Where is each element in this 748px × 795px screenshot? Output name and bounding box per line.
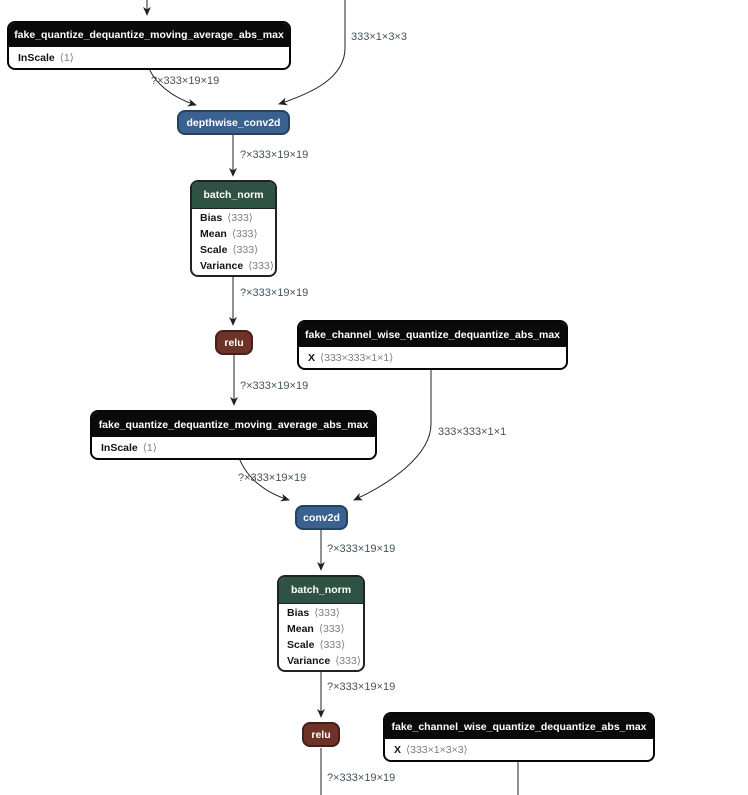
attr-row: Scale ⟨333⟩ (192, 242, 275, 258)
attr-name: InScale (18, 51, 55, 64)
node-attributes: Bias ⟨333⟩ Mean ⟨333⟩ Scale ⟨333⟩ Varian… (279, 604, 363, 670)
attr-row: Bias ⟨333⟩ (279, 605, 363, 621)
edge-fake-channel-wise-1-to-conv2d (353, 365, 432, 501)
tensor-shape-label: ?×333×19×19 (240, 287, 309, 299)
attr-row: Variance ⟨333⟩ (192, 258, 275, 274)
attr-name: Bias (287, 607, 310, 619)
attr-row: Mean ⟨333⟩ (192, 226, 275, 242)
tensor-shape-label: 333×333×1×1 (438, 426, 507, 438)
attr-name: Mean (287, 623, 314, 635)
node-title: relu (224, 336, 244, 349)
tensor-shape-label: ?×333×19×19 (327, 681, 396, 693)
node-title: conv2d (303, 511, 340, 524)
tensor-shape-label: 333×1×3×3 (351, 31, 407, 43)
node-attributes: InScale ⟨1⟩ (92, 437, 375, 458)
node-depthwise-conv2d[interactable]: depthwise_conv2d (177, 110, 290, 135)
attr-name: Variance (200, 260, 244, 272)
attr-value: ⟨1⟩ (142, 441, 157, 454)
attr-row: InScale ⟨1⟩ (92, 438, 375, 457)
node-fake-quantize-dequantize-2[interactable]: fake_quantize_dequantize_moving_average_… (90, 410, 377, 460)
attr-row: Scale ⟨333⟩ (279, 637, 363, 653)
edge-weights-to-depthwise-conv2d (278, 0, 346, 106)
attr-name: InScale (101, 441, 138, 454)
attr-name: X (308, 351, 316, 364)
tensor-shape-label: ?×333×19×19 (327, 543, 396, 555)
node-title: depthwise_conv2d (186, 116, 281, 129)
attr-name: Mean (200, 228, 227, 240)
attr-row: InScale ⟨1⟩ (9, 48, 289, 67)
attr-name: Bias (200, 212, 223, 224)
attr-row: X ⟨333×1×3×3⟩ (385, 740, 653, 759)
node-batch-norm-1[interactable]: batch_norm Bias ⟨333⟩ Mean ⟨333⟩ Scale ⟨… (190, 180, 277, 277)
node-title: fake_channel_wise_quantize_dequantize_ab… (385, 714, 653, 739)
node-fake-channel-wise-quantize-1[interactable]: fake_channel_wise_quantize_dequantize_ab… (297, 320, 568, 370)
attr-name: X (394, 743, 402, 756)
attr-row: X ⟨333×333×1×1⟩ (299, 348, 566, 367)
node-fake-quantize-dequantize-1[interactable]: fake_quantize_dequantize_moving_average_… (7, 21, 291, 70)
attr-value: ⟨333⟩ (232, 244, 259, 256)
attr-row: Bias ⟨333⟩ (192, 210, 275, 226)
node-title: relu (311, 728, 331, 741)
tensor-shape-label: ?×333×19×19 (240, 149, 309, 161)
attr-value: ⟨333⟩ (318, 623, 345, 635)
attr-value: ⟨333⟩ (227, 212, 253, 224)
attr-value: ⟨333⟩ (335, 655, 361, 667)
node-fake-channel-wise-quantize-2[interactable]: fake_channel_wise_quantize_dequantize_ab… (383, 712, 655, 762)
tensor-shape-label: ?×333×19×19 (327, 772, 396, 784)
node-title: batch_norm (192, 182, 275, 209)
node-title: fake_channel_wise_quantize_dequantize_ab… (299, 322, 566, 347)
attr-value: ⟨333⟩ (314, 607, 340, 619)
attr-value: ⟨333⟩ (231, 228, 258, 240)
node-attributes: X ⟨333×1×3×3⟩ (385, 739, 653, 760)
tensor-shape-label: ?×333×19×19 (238, 472, 307, 484)
tensor-shape-label: ?×333×19×19 (151, 75, 220, 87)
attr-name: Scale (200, 244, 228, 256)
node-conv2d[interactable]: conv2d (295, 505, 348, 530)
node-relu-2[interactable]: relu (302, 722, 340, 747)
node-title: fake_quantize_dequantize_moving_average_… (92, 412, 375, 437)
attr-name: Scale (287, 639, 315, 651)
node-relu-1[interactable]: relu (215, 330, 253, 355)
attr-value: ⟨1⟩ (59, 51, 74, 64)
node-title: fake_quantize_dequantize_moving_average_… (9, 23, 289, 47)
attr-name: Variance (287, 655, 331, 667)
attr-row: Variance ⟨333⟩ (279, 653, 363, 669)
attr-value: ⟨333×1×3×3⟩ (406, 743, 468, 756)
node-attributes: Bias ⟨333⟩ Mean ⟨333⟩ Scale ⟨333⟩ Varian… (192, 209, 275, 275)
attr-value: ⟨333×333×1×1⟩ (320, 351, 394, 364)
attr-row: Mean ⟨333⟩ (279, 621, 363, 637)
attr-value: ⟨333⟩ (319, 639, 346, 651)
node-batch-norm-2[interactable]: batch_norm Bias ⟨333⟩ Mean ⟨333⟩ Scale ⟨… (277, 575, 365, 672)
node-title: batch_norm (279, 577, 363, 604)
tensor-shape-label: ?×333×19×19 (240, 380, 309, 392)
node-attributes: X ⟨333×333×1×1⟩ (299, 347, 566, 368)
attr-value: ⟨333⟩ (248, 260, 274, 272)
edge-fake-quantize-2-to-conv2d (237, 454, 290, 502)
node-attributes: InScale ⟨1⟩ (9, 47, 289, 68)
